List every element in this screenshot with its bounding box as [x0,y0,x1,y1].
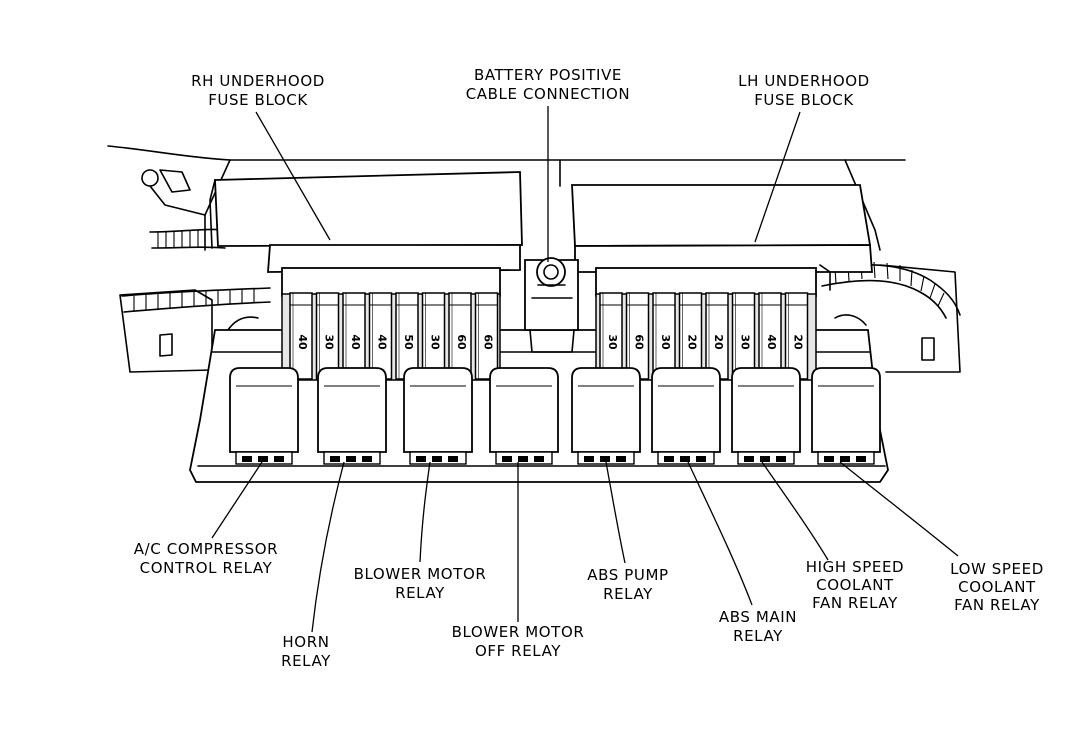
label-line: CABLE CONNECTION [466,85,631,103]
fuse-rating: 30 [659,334,672,350]
relay [651,367,721,465]
fuse: 60 [448,292,472,380]
leader-lines [211,106,959,633]
label-line: RELAY [733,627,783,645]
fuse-rating: 20 [792,334,805,350]
label-blower-motor-off-relay: BLOWER MOTOR OFF RELAY [452,623,585,660]
fuse: 30 [731,292,756,380]
fuse: 30 [421,292,446,380]
wire-harness-left [121,228,271,331]
label-line: BLOWER MOTOR [354,565,487,583]
relay [571,367,641,465]
fuse-rating: 20 [712,334,725,350]
fuse-rating: 30 [739,334,752,350]
label-line: FUSE BLOCK [754,91,854,109]
label-line: RELAY [395,584,445,602]
fuse-rating: 60 [633,334,646,350]
lh-fuse-block-cover [571,184,873,291]
fuse: 40 [368,292,393,380]
label-abs-pump-relay: ABS PUMP RELAY [587,566,668,603]
fuse-rating: 40 [296,334,309,350]
label-line: ABS PUMP [587,566,668,584]
fuse-rating: 40 [376,334,389,350]
label-high-speed-fan-relay: HIGH SPEED COOLANT FAN RELAY [806,558,904,612]
fuse: 20 [678,292,703,380]
leader-lh-fuse-block [754,111,801,243]
relay [317,367,387,465]
leader-high-speed-fan-relay [761,461,829,561]
label-abs-main-relay: ABS MAIN RELAY [719,608,797,645]
leader-low-speed-fan-relay [839,461,959,557]
label-line: FAN RELAY [954,596,1040,614]
fuse: 30 [652,292,676,380]
label-battery-positive: BATTERY POSITIVE CABLE CONNECTION [466,66,631,103]
fuse: 40 [289,292,313,380]
fuse: 20 [705,292,729,380]
fuse: 30 [315,292,340,380]
relay [811,367,881,465]
label-line: LOW SPEED [950,560,1044,578]
label-line: OFF RELAY [475,642,561,660]
leader-rh-fuse-block [255,111,331,241]
fuse: 30 [599,292,623,380]
fuse-rating: 50 [402,334,415,350]
label-lh-fuse-block: LH UNDERHOOD FUSE BLOCK [738,72,870,109]
label-line: HORN [282,633,329,651]
leader-abs-main-relay [687,461,753,606]
fuse: 40 [758,292,782,380]
fuse-rating: 60 [455,334,468,350]
label-ac-compressor-relay: A/C COMPRESSOR CONTROL RELAY [134,540,278,577]
label-line: COOLANT [958,578,1036,596]
relay-row [229,367,881,465]
vehicle-body-outline [107,145,961,373]
relay [731,367,801,465]
label-rh-fuse-block: RH UNDERHOOD FUSE BLOCK [191,72,325,109]
fuse-rating: 40 [349,334,362,350]
fuse-rating: 60 [482,334,495,350]
leader-abs-pump-relay [605,461,626,564]
fuse: 60 [625,292,650,380]
label-line: LH UNDERHOOD [738,72,870,90]
label-line: RELAY [281,652,331,670]
fuse-rating: 30 [323,334,336,350]
label-line: CONTROL RELAY [140,559,273,577]
leader-blower-motor-relay [419,461,431,563]
fuse: 20 [784,292,809,380]
fuse-rating: 30 [429,334,442,350]
label-line: ABS MAIN [719,608,797,626]
battery-positive-terminal [524,257,579,353]
label-blower-motor-relay: BLOWER MOTOR RELAY [354,565,487,602]
leader-horn-relay [311,461,345,633]
label-line: BLOWER MOTOR [452,623,585,641]
relay [229,367,299,465]
leader-ac-compressor-relay [211,461,263,539]
relay [489,367,559,465]
label-horn-relay: HORN RELAY [281,633,331,670]
rh-fuse-block-cover [209,171,523,273]
label-line: FUSE BLOCK [208,91,308,109]
label-line: BATTERY POSITIVE [474,66,622,84]
label-low-speed-fan-relay: LOW SPEED COOLANT FAN RELAY [950,560,1044,614]
fuse-rating: 30 [606,334,619,350]
label-line: A/C COMPRESSOR [134,540,278,558]
rh-fuse-row: 40 30 40 40 50 30 60 60 [289,292,499,380]
fuse-rating: 20 [686,334,699,350]
label-line: HIGH SPEED [806,558,904,576]
label-line: RH UNDERHOOD [191,72,325,90]
label-line: FAN RELAY [812,594,898,612]
fuse: 50 [395,292,419,380]
fuse: 40 [342,292,366,380]
label-line: RELAY [603,585,653,603]
fuse: 60 [474,292,499,380]
fuse-rating: 40 [765,334,778,350]
relay [403,367,473,465]
label-line: COOLANT [816,576,894,594]
